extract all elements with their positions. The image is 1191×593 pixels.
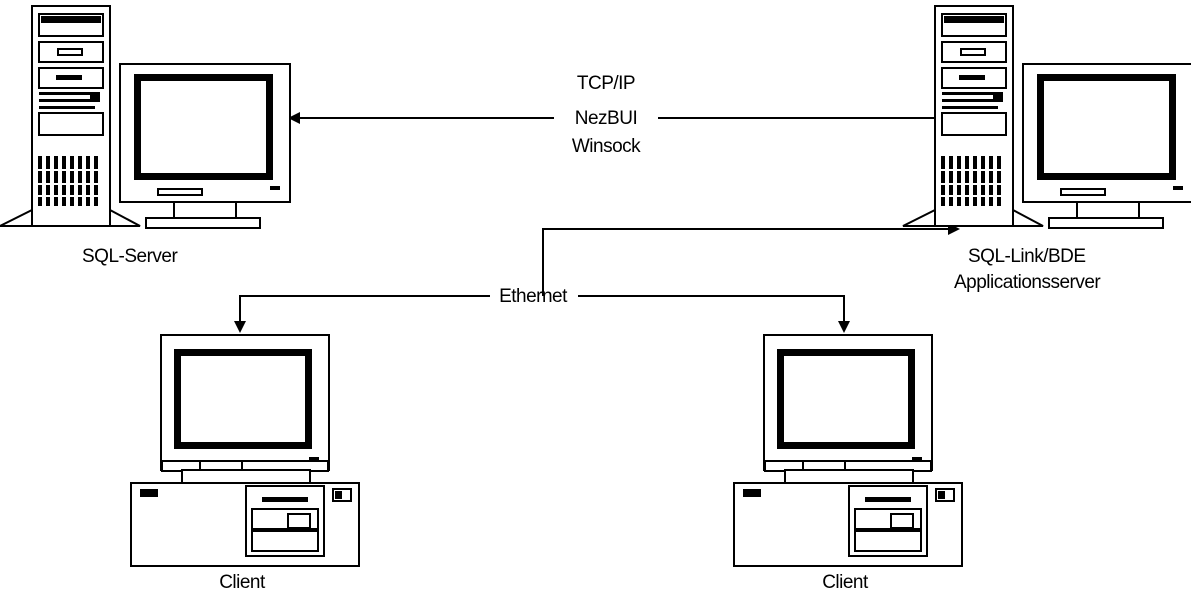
protocol-label-winsock: Winsock xyxy=(572,136,641,157)
protocol-label-nezbui: NezBUI xyxy=(575,108,637,129)
monitor-icon xyxy=(120,64,290,228)
app-server-node xyxy=(902,5,1191,228)
arrowhead-to-client-left xyxy=(234,321,246,333)
ethernet-link xyxy=(239,228,950,322)
monitor-icon xyxy=(1023,64,1191,228)
sql-server-label: SQL-Server xyxy=(82,246,178,267)
client-right-label: Client xyxy=(822,572,869,593)
client-left-label: Client xyxy=(219,572,266,593)
protocol-label-tcpip: TCP/IP xyxy=(577,73,635,94)
ethernet-label: Ethernet xyxy=(499,286,568,307)
arrowhead-to-client-right xyxy=(838,321,850,333)
workstation-icon xyxy=(734,335,962,566)
client-left-node: Client xyxy=(131,335,359,593)
arrowhead-to-sql-server xyxy=(288,112,300,124)
client-right-node: Client xyxy=(734,335,962,593)
workstation-icon xyxy=(131,335,359,566)
app-server-label-line1: SQL-Link/BDE xyxy=(968,246,1086,267)
app-server-label-line2: Applicationsserver xyxy=(954,272,1101,293)
sql-server-node: SQL-Server xyxy=(0,5,290,267)
